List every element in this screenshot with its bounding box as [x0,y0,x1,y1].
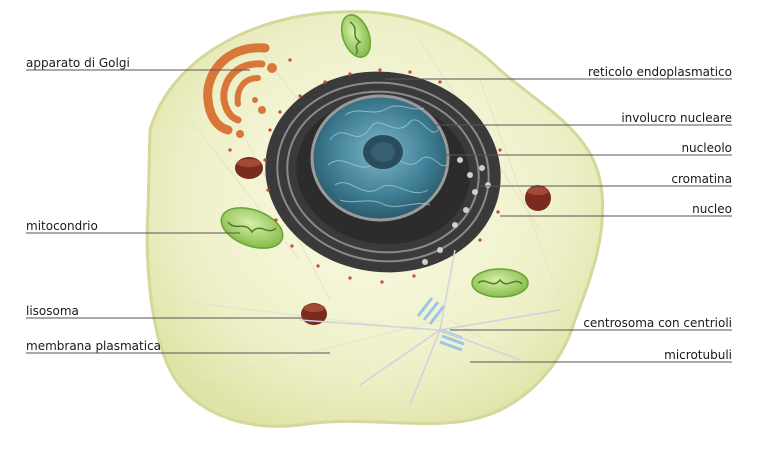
label-golgi: apparato di Golgi [26,56,130,70]
label-er: reticolo endoplasmatico [587,65,732,79]
lysosome-1 [235,157,263,179]
label-microtubules: microtubuli [664,348,732,362]
label-chromatin: cromatina [671,172,732,186]
leader-lines [26,69,732,363]
nucleus [310,94,450,222]
label-lysosome: lisosoma [26,304,79,318]
label-nuclear-envelope: involucro nucleare [621,111,732,125]
label-plasma-membrane: membrana plasmatica [26,339,162,353]
mitochondrion-left [220,207,284,249]
label-nucleus: nucleo [692,202,732,216]
lysosome-3 [301,303,327,325]
mitochondrion-right [471,268,529,298]
label-nucleolus: nucleolo [681,141,732,155]
microtubules [299,249,561,406]
label-mitochondrion: mitocondrio [26,219,98,233]
ribosome-dots [228,58,502,284]
golgi-apparatus [203,43,277,138]
lysosome-2 [525,185,551,211]
mitochondrion-top [340,14,372,58]
label-centrosome: centrosoma con centrioli [583,316,732,330]
